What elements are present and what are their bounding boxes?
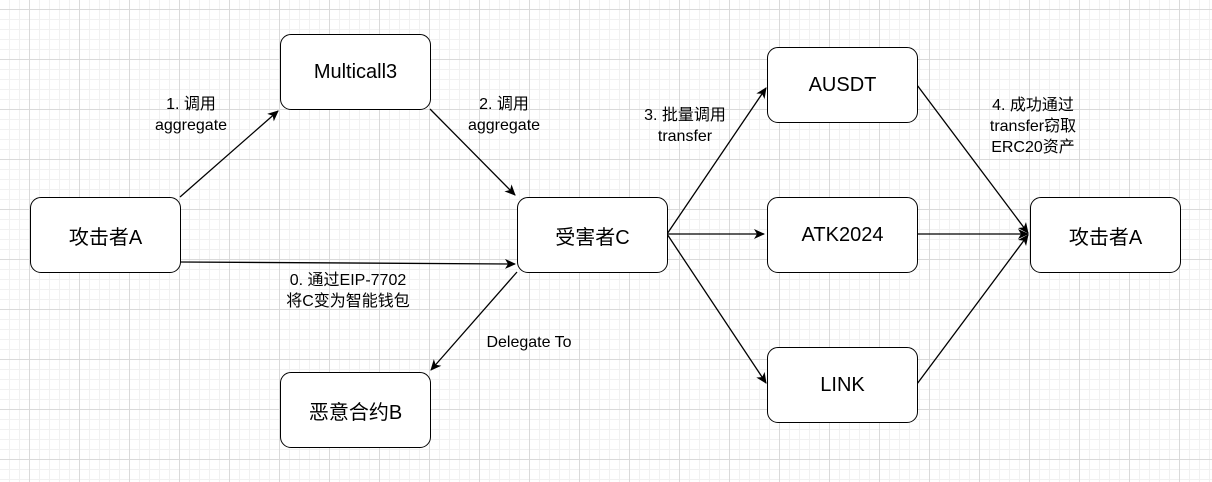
label-line: aggregate [154, 117, 228, 134]
node-attacker-a-source[interactable]: 攻击者A [30, 197, 181, 273]
edge-attacker-to-multicall3[interactable] [179, 110, 279, 198]
label-line: 2. 调用 [479, 96, 529, 113]
label-line: ERC20资产 [991, 139, 1075, 156]
label-line: 1. 调用 [166, 96, 216, 113]
label-line: 0. 通过EIP-7702 [289, 272, 407, 289]
edge-link-to-attacker[interactable] [916, 234, 1029, 385]
edge-label-step4: 4. 成功通过 transfer窃取 ERC20资产 [990, 95, 1076, 158]
edge-label-step3: 3. 批量调用 transfer [644, 105, 726, 147]
node-attacker-a-target[interactable]: 攻击者A [1030, 197, 1181, 273]
label-line: 4. 成功通过 [992, 97, 1074, 114]
node-malicious-contract-b[interactable]: 恶意合约B [280, 372, 431, 448]
label-line: transfer窃取 [989, 118, 1077, 135]
edge-label-step0: 0. 通过EIP-7702 将C变为智能钱包 [286, 270, 410, 312]
node-multicall3[interactable]: Multicall3 [280, 34, 431, 110]
node-link[interactable]: LINK [767, 347, 918, 423]
node-victim-c[interactable]: 受害者C [517, 197, 668, 273]
edge-attacker-to-victim[interactable] [179, 258, 516, 269]
edge-ausdt-to-attacker[interactable] [916, 84, 1029, 234]
edge-victim-to-malicious-contract[interactable] [430, 271, 518, 371]
node-ausdt[interactable]: AUSDT [767, 47, 918, 123]
label-line: transfer [657, 128, 713, 145]
label-line: Delegate To [486, 334, 572, 351]
label-line: aggregate [467, 117, 541, 134]
edge-victim-to-ausdt[interactable] [666, 87, 767, 235]
label-line: 3. 批量调用 [644, 107, 726, 124]
label-line: 将C变为智能钱包 [286, 293, 410, 310]
node-atk2024[interactable]: ATK2024 [767, 197, 918, 273]
edge-label-step1: 1. 调用 aggregate [155, 94, 227, 136]
edge-victim-to-link[interactable] [666, 233, 767, 384]
edge-multicall3-to-victim[interactable] [429, 108, 516, 196]
edge-label-delegate: Delegate To [486, 332, 571, 353]
edge-label-step2: 2. 调用 aggregate [468, 94, 540, 136]
